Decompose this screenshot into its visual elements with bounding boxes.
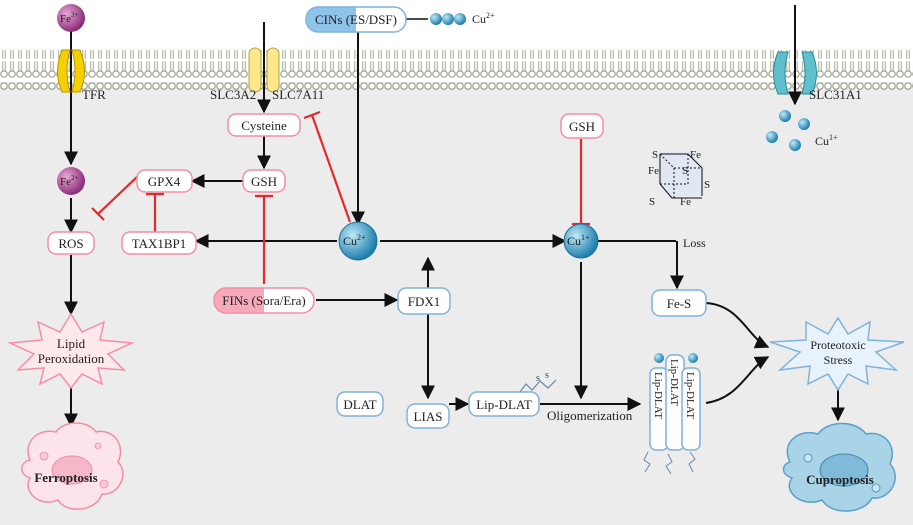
- lipid-peroxidation-burst: Lipid Peroxidation: [7, 312, 135, 390]
- cu1-center-ion: Cu1+: [563, 223, 599, 259]
- svg-text:Lip-DLAT: Lip-DLAT: [668, 359, 680, 406]
- slc3a2-label: SLC3A2: [210, 87, 256, 102]
- cytoplasm: [0, 82, 913, 525]
- svg-text:Fe: Fe: [680, 196, 691, 208]
- tfr-transporter: [57, 49, 85, 93]
- blue-nodes: [336, 287, 707, 429]
- cuproptosis-cell: Cuproptosis: [782, 422, 896, 512]
- cell-membrane: [0, 50, 913, 90]
- svg-text:Fe: Fe: [690, 149, 701, 161]
- fins-capsule: FINs (Sora/Era): [213, 287, 315, 314]
- cu2-center-ion: Cu2+: [338, 221, 378, 261]
- lip-dlat-oligomer: Lip-DLAT Lip-DLAT Lip-DLAT: [643, 353, 701, 475]
- svg-text:CINs (ES/DSF): CINs (ES/DSF): [315, 12, 397, 27]
- svg-text:S: S: [704, 179, 710, 191]
- pink-nodes: [47, 113, 604, 255]
- slc7a11-label: SLC7A11: [272, 87, 324, 102]
- svg-text:Cuproptosis: Cuproptosis: [806, 472, 874, 487]
- gpx4-node: GPX4: [148, 174, 181, 189]
- tax1bp1-node: TAX1BP1: [132, 236, 187, 251]
- svg-text:FINs (Sora/Era): FINs (Sora/Era): [222, 293, 305, 308]
- svg-text:Cu1+: Cu1+: [815, 133, 838, 148]
- fe2-ion: Fe2+: [57, 167, 85, 195]
- cysteine-node: Cysteine: [241, 118, 287, 133]
- svg-text:Peroxidation: Peroxidation: [38, 351, 105, 366]
- ferroptosis-cell: Ferroptosis: [21, 422, 124, 510]
- svg-text:S: S: [545, 372, 549, 380]
- svg-text:S: S: [536, 375, 540, 383]
- slc31a1-transporter: [773, 51, 817, 95]
- fe3-ion: Fe3+: [57, 4, 85, 32]
- svg-text:Cu1+: Cu1+: [567, 233, 590, 248]
- svg-text:Proteotoxic: Proteotoxic: [810, 338, 865, 352]
- fdx1-node: FDX1: [408, 294, 441, 309]
- svg-text:Lip-DLAT: Lip-DLAT: [652, 372, 664, 419]
- lip-dlat-node: Lip-DLAT: [476, 397, 532, 412]
- lipoyl-tail: [519, 379, 557, 393]
- ros-node: ROS: [58, 236, 83, 251]
- fe-s-cluster: S Fe Fe S S S Fe: [648, 149, 710, 208]
- inhibition-lines: [91, 110, 590, 284]
- gsh-left-node: GSH: [251, 174, 277, 189]
- slc31a1-label: SLC31A1: [809, 87, 862, 102]
- lias-node: LIAS: [414, 409, 443, 424]
- tfr-label: TFR: [82, 87, 106, 102]
- svg-text:S: S: [682, 165, 688, 177]
- svg-text:Lipid: Lipid: [57, 336, 86, 351]
- cu2-free-ions: Cu2+: [406, 11, 495, 26]
- oligomerization-label: Oligomerization: [547, 408, 633, 423]
- cu1-free-ions: Cu1+: [766, 110, 838, 151]
- proteotoxic-stress-burst: Proteotoxic Stress: [769, 316, 905, 392]
- svg-text:Stress: Stress: [824, 353, 853, 367]
- svg-text:S: S: [649, 196, 655, 208]
- activation-arrows: [64, 5, 845, 428]
- gsh-right-node: GSH: [569, 119, 595, 134]
- svg-text:S: S: [652, 149, 658, 161]
- cins-capsule: CINs (ES/DSF): [305, 6, 407, 33]
- svg-text:Cu2+: Cu2+: [343, 233, 366, 248]
- svg-text:Fe3+: Fe3+: [60, 11, 79, 25]
- svg-text:Ferroptosis: Ferroptosis: [34, 470, 97, 485]
- loss-label: Loss: [683, 236, 706, 250]
- svg-text:Fe: Fe: [648, 165, 659, 177]
- fe-s-node: Fe-S: [667, 296, 692, 311]
- slc3a2-slc7a11-transporter: [248, 47, 280, 93]
- svg-text:Fe2+: Fe2+: [60, 174, 79, 188]
- dlat-node: DLAT: [343, 397, 376, 412]
- svg-text:Lip-DLAT: Lip-DLAT: [684, 372, 696, 419]
- svg-text:Cu2+: Cu2+: [472, 11, 495, 26]
